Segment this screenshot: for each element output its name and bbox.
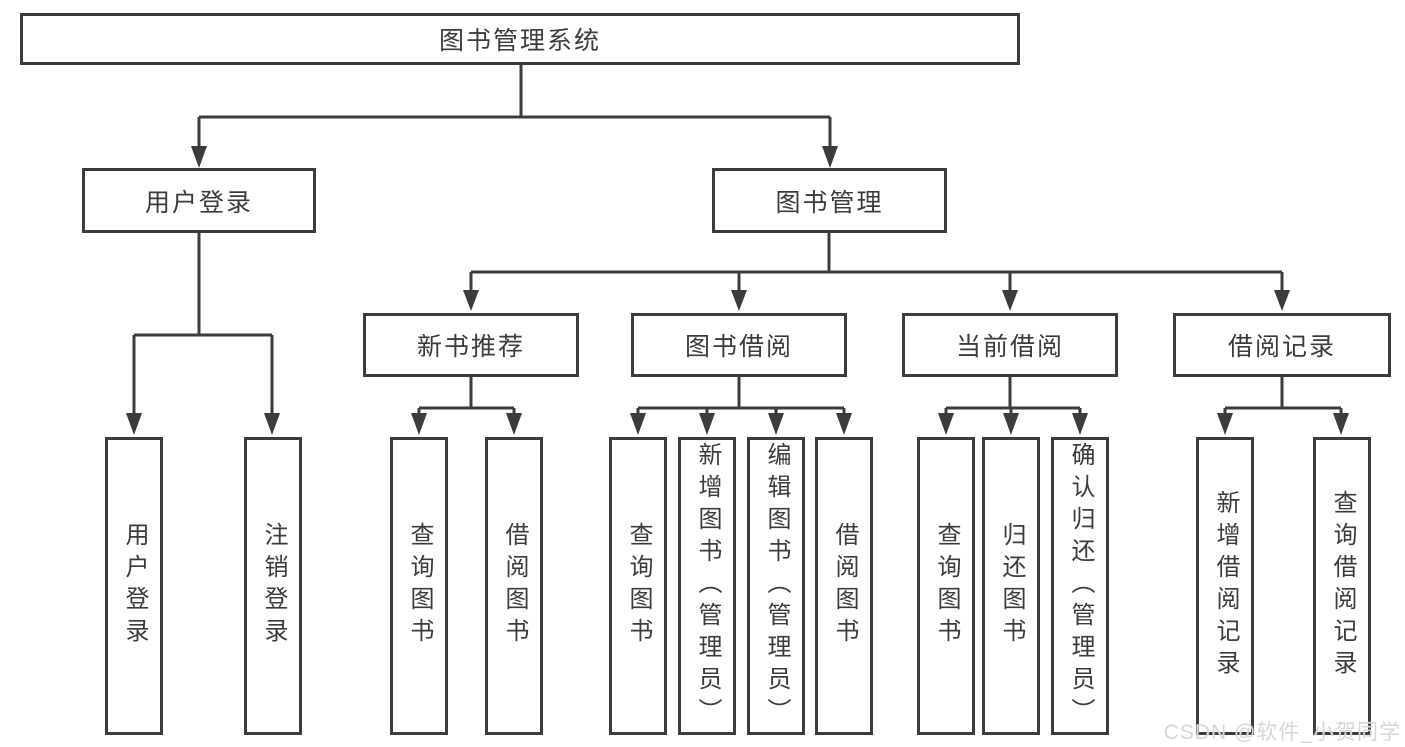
leaf-borrow-books: 借阅图书 bbox=[815, 437, 873, 735]
leaf-borrow-query-books: 查询图书 bbox=[609, 437, 667, 735]
connector-bookmgmt-to-level3 bbox=[463, 233, 1290, 311]
node-user-login-label: 用户登录 bbox=[144, 188, 253, 217]
node-book-borrow-label: 图书借阅 bbox=[684, 333, 793, 361]
node-user-login: 用户登录 bbox=[82, 168, 316, 233]
csdn-watermark: CSDN @软件_小贺同学 bbox=[1163, 721, 1401, 744]
connector-userlogin-to-leaves bbox=[126, 233, 280, 435]
node-current-borrow-label: 当前借阅 bbox=[955, 333, 1064, 361]
connector-currentborrow-to-leaves bbox=[938, 377, 1088, 435]
leaf-add-books-admin: 新增图书（管理员） bbox=[678, 437, 736, 735]
node-borrow-record: 借阅记录 bbox=[1173, 313, 1391, 377]
leaf-add-borrow-record-label: 新增借阅记录 bbox=[1212, 490, 1239, 682]
leaf-user-login: 用户登录 bbox=[105, 437, 163, 735]
leaf-confirm-return-admin: 确认归还（管理员） bbox=[1051, 437, 1109, 735]
node-book-management: 图书管理 bbox=[712, 168, 947, 233]
node-root: 图书管理系统 bbox=[20, 13, 1020, 65]
leaf-logout-label: 注销登录 bbox=[260, 522, 287, 650]
leaf-logout: 注销登录 bbox=[244, 437, 302, 735]
leaf-confirm-return-admin-label: 确认归还（管理员） bbox=[1067, 442, 1094, 730]
node-root-label: 图书管理系统 bbox=[438, 27, 601, 55]
leaf-query-borrow-record-label: 查询借阅记录 bbox=[1329, 490, 1356, 682]
leaf-borrow-query-books-label: 查询图书 bbox=[625, 522, 652, 650]
leaf-return-books: 归还图书 bbox=[982, 437, 1040, 735]
leaf-return-books-label: 归还图书 bbox=[998, 522, 1025, 650]
leaf-newbook-borrow-books: 借阅图书 bbox=[485, 437, 543, 735]
leaf-edit-books-admin: 编辑图书（管理员） bbox=[747, 437, 805, 735]
leaf-current-query-books: 查询图书 bbox=[917, 437, 975, 735]
node-book-management-label: 图书管理 bbox=[775, 188, 884, 217]
connector-borrowrecord-to-leaves bbox=[1217, 377, 1349, 435]
leaf-current-query-books-label: 查询图书 bbox=[933, 522, 960, 650]
leaf-borrow-books-label: 借阅图书 bbox=[831, 522, 858, 650]
leaf-edit-books-admin-label: 编辑图书（管理员） bbox=[763, 442, 790, 730]
node-new-book-recommend: 新书推荐 bbox=[363, 313, 579, 377]
node-current-borrow: 当前借阅 bbox=[902, 313, 1118, 377]
leaf-newbook-borrow-books-label: 借阅图书 bbox=[501, 522, 528, 650]
leaf-add-borrow-record: 新增借阅记录 bbox=[1196, 437, 1254, 735]
node-borrow-record-label: 借阅记录 bbox=[1227, 333, 1336, 361]
leaf-user-login-label: 用户登录 bbox=[121, 522, 148, 650]
connector-root-to-level2 bbox=[191, 65, 838, 168]
connector-newbook-to-leaves bbox=[411, 377, 522, 435]
leaf-newbook-query-books-label: 查询图书 bbox=[406, 522, 433, 650]
leaf-query-borrow-record: 查询借阅记录 bbox=[1313, 437, 1371, 735]
leaf-add-books-admin-label: 新增图书（管理员） bbox=[694, 442, 721, 730]
node-new-book-recommend-label: 新书推荐 bbox=[416, 333, 525, 361]
node-book-borrow: 图书借阅 bbox=[631, 313, 847, 377]
connector-bookborrow-to-leaves bbox=[630, 377, 852, 435]
leaf-newbook-query-books: 查询图书 bbox=[390, 437, 448, 735]
